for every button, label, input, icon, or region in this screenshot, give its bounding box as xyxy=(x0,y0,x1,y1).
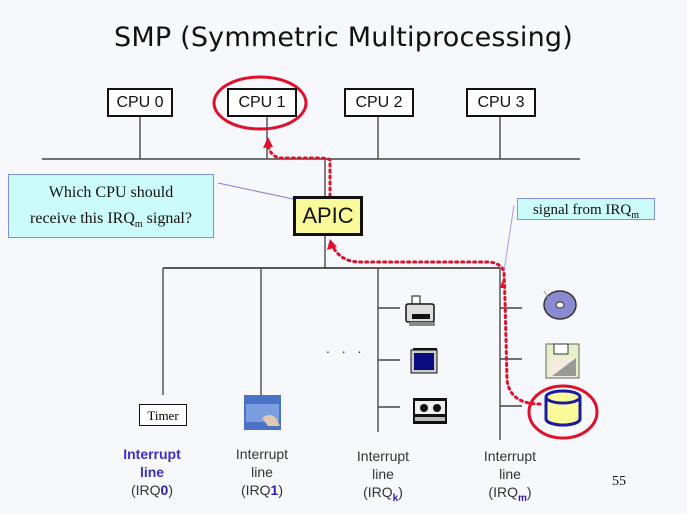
floppy-disk-icon xyxy=(545,343,580,379)
cpu-2-box: CPU 2 xyxy=(344,88,414,117)
irq1-label: Interrupt line (IRQ1) xyxy=(235,446,289,498)
cdrom-icon xyxy=(543,290,577,320)
keyboard-icon xyxy=(244,395,281,430)
monitor-icon xyxy=(410,348,438,374)
page-number: 55 xyxy=(612,474,626,489)
harddisk-highlight-ellipse xyxy=(527,384,599,440)
cpu-1-box: CPU 1 xyxy=(227,88,297,117)
signal-callout: signal from IRQm xyxy=(517,198,655,221)
signal-path xyxy=(330,243,542,406)
question-line-1: Which CPU should xyxy=(48,184,174,201)
question-leader xyxy=(217,182,294,200)
irq0-label: Interrupt line (IRQ0) xyxy=(123,446,181,498)
cpu-arrowhead xyxy=(263,137,273,148)
cpu-0-box: CPU 0 xyxy=(107,88,173,117)
cpu-signal-path xyxy=(266,143,332,198)
printer-icon xyxy=(405,295,435,326)
cpu1-highlight-ellipse xyxy=(212,75,308,131)
question-callout: Which CPU should receive this IRQm signa… xyxy=(8,174,214,238)
irqk-label: Interrupt line (IRQk) xyxy=(356,448,410,504)
cpu-3-box: CPU 3 xyxy=(466,88,536,117)
apic-arrowhead xyxy=(327,239,337,250)
apic-box: APIC xyxy=(293,196,363,236)
slide-title: SMP (Symmetric Multiprocessing) xyxy=(113,22,574,53)
bus-arrowhead xyxy=(500,280,505,288)
question-line-2: receive this IRQm signal? xyxy=(30,210,192,230)
tape-drive-icon xyxy=(413,398,447,424)
signal-leader xyxy=(502,204,515,279)
hard-disk-icon xyxy=(544,389,582,427)
timer-box: Timer xyxy=(139,404,187,426)
ellipsis: . . . xyxy=(326,340,366,356)
irqm-label: Interrupt line (IRQm) xyxy=(483,448,537,504)
